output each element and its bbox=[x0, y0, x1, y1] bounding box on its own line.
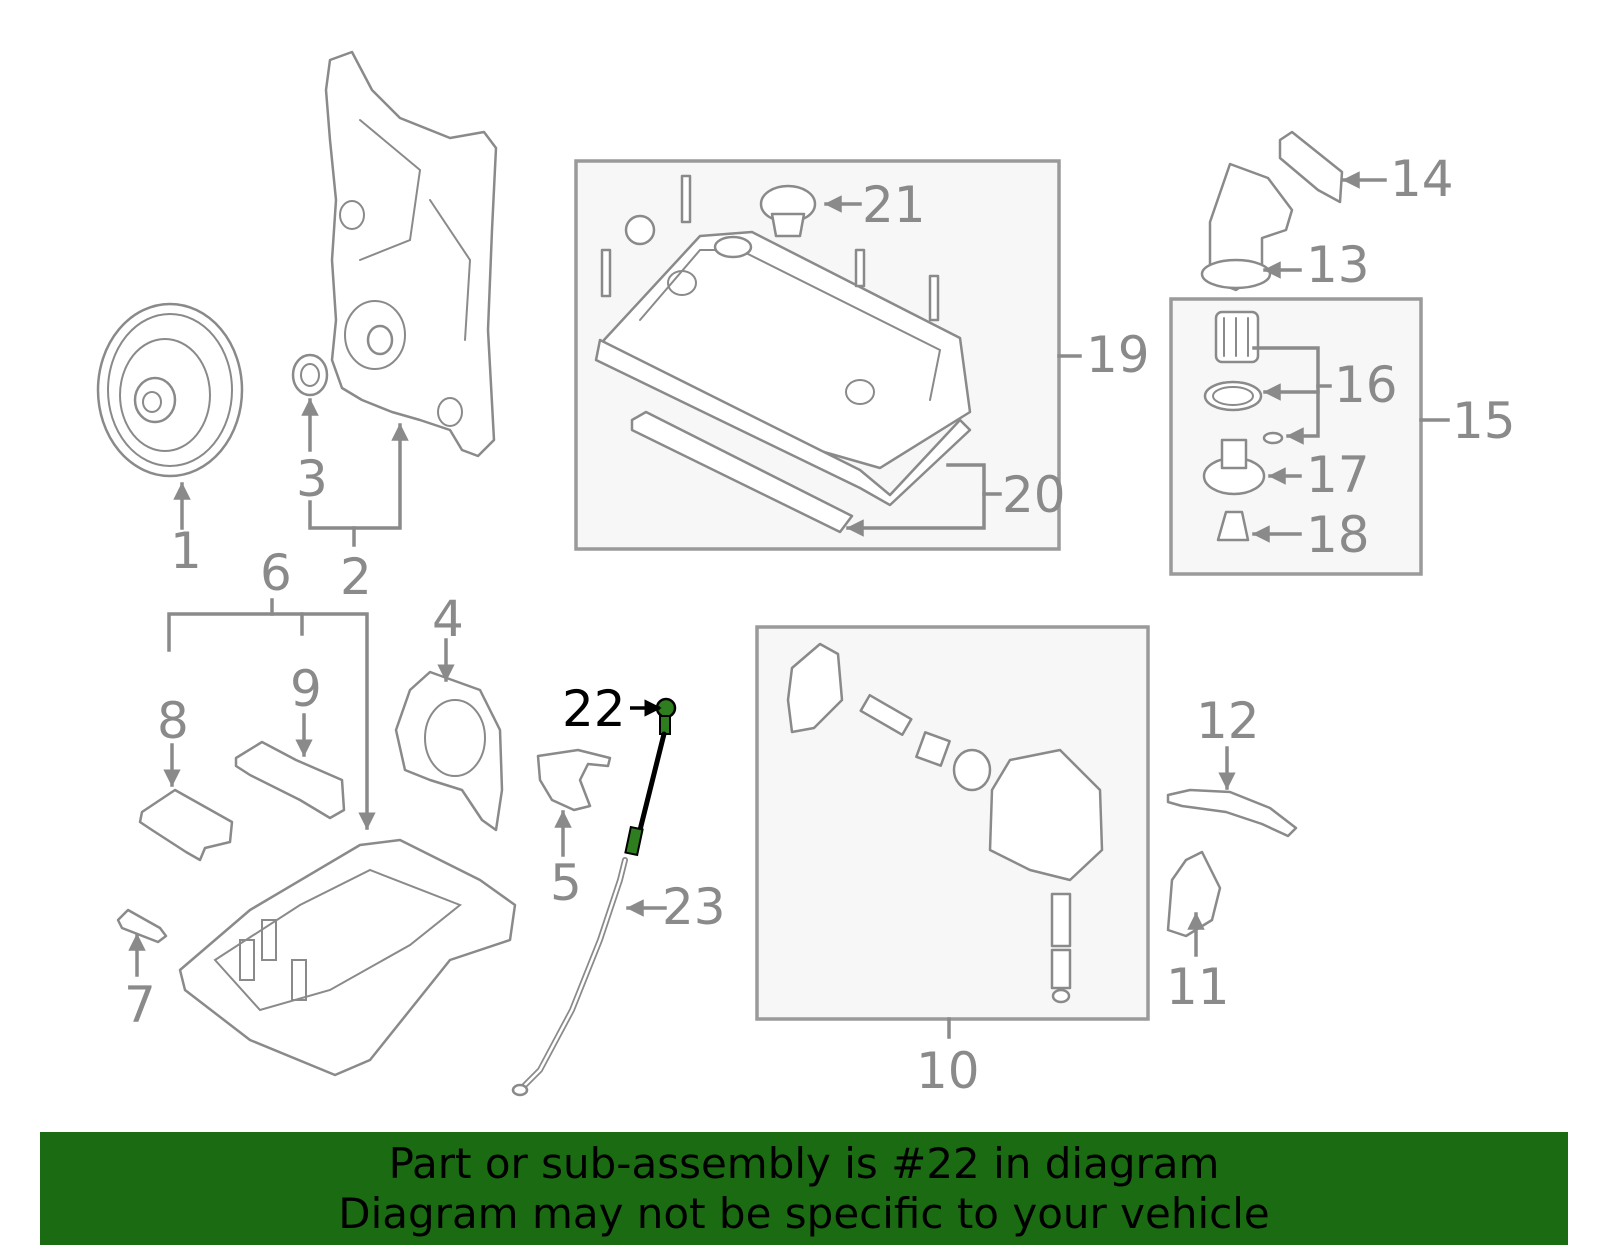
callout-3: 3 bbox=[296, 450, 328, 508]
callout-5: 5 bbox=[550, 854, 582, 912]
callout-12: 12 bbox=[1196, 692, 1260, 750]
part-17-filter-cap bbox=[1202, 438, 1266, 496]
callout-2: 2 bbox=[340, 548, 372, 606]
callout-16: 16 bbox=[1334, 356, 1398, 414]
callout-6: 6 bbox=[260, 544, 292, 602]
part-7-sensor bbox=[116, 908, 168, 944]
callout-20: 20 bbox=[1002, 466, 1066, 524]
part-14-gasket bbox=[1278, 130, 1344, 204]
part-10-oil-pump bbox=[786, 642, 1104, 1004]
part-11-gasket bbox=[1166, 850, 1222, 938]
part-12-tube bbox=[1166, 788, 1298, 838]
part-1-crank-pulley bbox=[96, 302, 244, 478]
part-23-dipstick-tube bbox=[511, 857, 628, 1097]
part-13-filter-housing bbox=[1200, 162, 1294, 292]
info-banner: Part or sub-assembly is #22 in diagram D… bbox=[40, 1132, 1568, 1245]
callout-10: 10 bbox=[916, 1042, 980, 1100]
callout-23: 23 bbox=[662, 878, 726, 936]
part-18-plug bbox=[1216, 510, 1250, 542]
callout-15: 15 bbox=[1452, 392, 1516, 450]
part-22-dipstick-highlight bbox=[624, 697, 677, 857]
part-6-oil-pan bbox=[178, 838, 517, 1077]
leader-lines bbox=[128, 171, 1450, 1039]
callout-14: 14 bbox=[1390, 150, 1454, 208]
callout-21: 21 bbox=[862, 176, 926, 234]
callout-22: 22 bbox=[562, 680, 626, 738]
callout-11: 11 bbox=[1166, 958, 1230, 1016]
callout-1: 1 bbox=[170, 522, 202, 580]
part-4-seal-retainer bbox=[394, 670, 504, 832]
callout-4: 4 bbox=[432, 590, 464, 648]
callout-18: 18 bbox=[1306, 506, 1370, 564]
part-9-plate bbox=[234, 740, 346, 820]
callout-7: 7 bbox=[124, 976, 156, 1034]
part-2-timing-cover bbox=[324, 50, 498, 458]
banner-line-2: Diagram may not be specific to your vehi… bbox=[338, 1188, 1270, 1238]
part-16-filter-element bbox=[1203, 310, 1284, 445]
banner-line-1: Part or sub-assembly is #22 in diagram bbox=[388, 1138, 1220, 1188]
part-5-baffle bbox=[536, 748, 612, 812]
part-8-bracket bbox=[138, 788, 234, 862]
callout-13: 13 bbox=[1306, 236, 1370, 294]
part-21-oil-cap bbox=[759, 184, 817, 238]
callout-8: 8 bbox=[157, 692, 189, 750]
part-3-front-seal bbox=[291, 353, 329, 397]
callout-9: 9 bbox=[290, 660, 322, 718]
callout-19: 19 bbox=[1086, 326, 1150, 384]
part-20-gasket bbox=[594, 338, 972, 534]
callout-17: 17 bbox=[1306, 446, 1370, 504]
